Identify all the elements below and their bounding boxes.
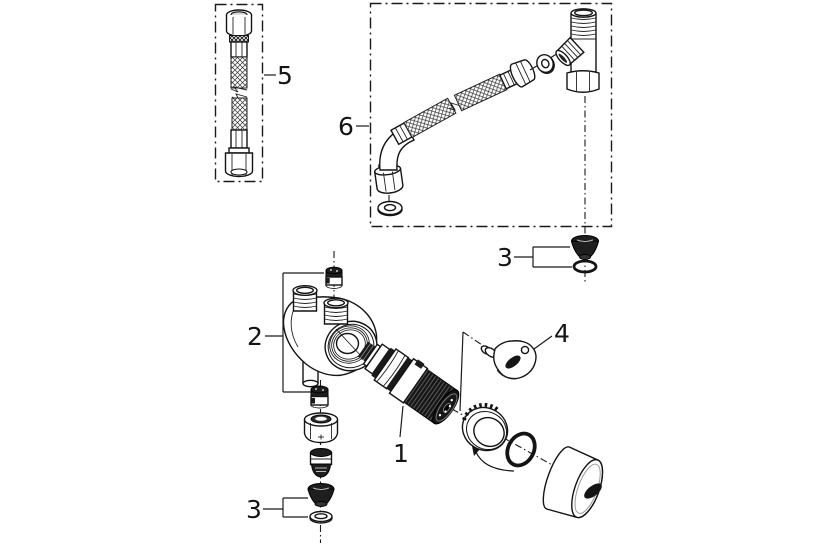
part-label-3-bottom: 3 — [246, 495, 262, 524]
part-label-5: 5 — [277, 61, 293, 90]
check-valve-insert-top — [325, 266, 343, 289]
o-ring — [505, 431, 537, 468]
part-label-6: 6 — [338, 112, 354, 141]
part-label-4: 4 — [554, 319, 570, 348]
angle-union-fitting — [555, 8, 600, 93]
flexible-hose-part-5 — [224, 9, 254, 178]
part-5-flexible-hose-box: 5 — [214, 3, 293, 183]
filter-seal-part-3-bottom: 3 — [246, 483, 335, 524]
cap-nut — [303, 412, 339, 444]
connection-hose-part-6 — [373, 8, 600, 217]
threaded-port-right — [323, 297, 349, 325]
cap-slot — [584, 483, 602, 499]
cartridge-part-1: 1 — [357, 341, 460, 468]
flow-insert — [309, 448, 333, 478]
leader-line-4 — [533, 335, 553, 350]
rotation-arrow — [475, 451, 515, 472]
key-part-4: 4 — [480, 319, 570, 380]
dashed-box-5 — [214, 3, 264, 183]
part-6-hose-assembly-box: 6 — [338, 2, 613, 228]
cap-handle — [542, 446, 604, 519]
filter-seal-part-3-right: 3 — [497, 235, 600, 274]
threaded-port-left — [292, 285, 318, 312]
part-label-3-right: 3 — [497, 243, 513, 272]
mounting-ring — [461, 402, 515, 472]
part-label-1: 1 — [393, 439, 409, 468]
dashed-box-6 — [369, 2, 613, 228]
check-valve-insert-bottom — [310, 385, 329, 409]
part-label-2: 2 — [247, 322, 263, 351]
